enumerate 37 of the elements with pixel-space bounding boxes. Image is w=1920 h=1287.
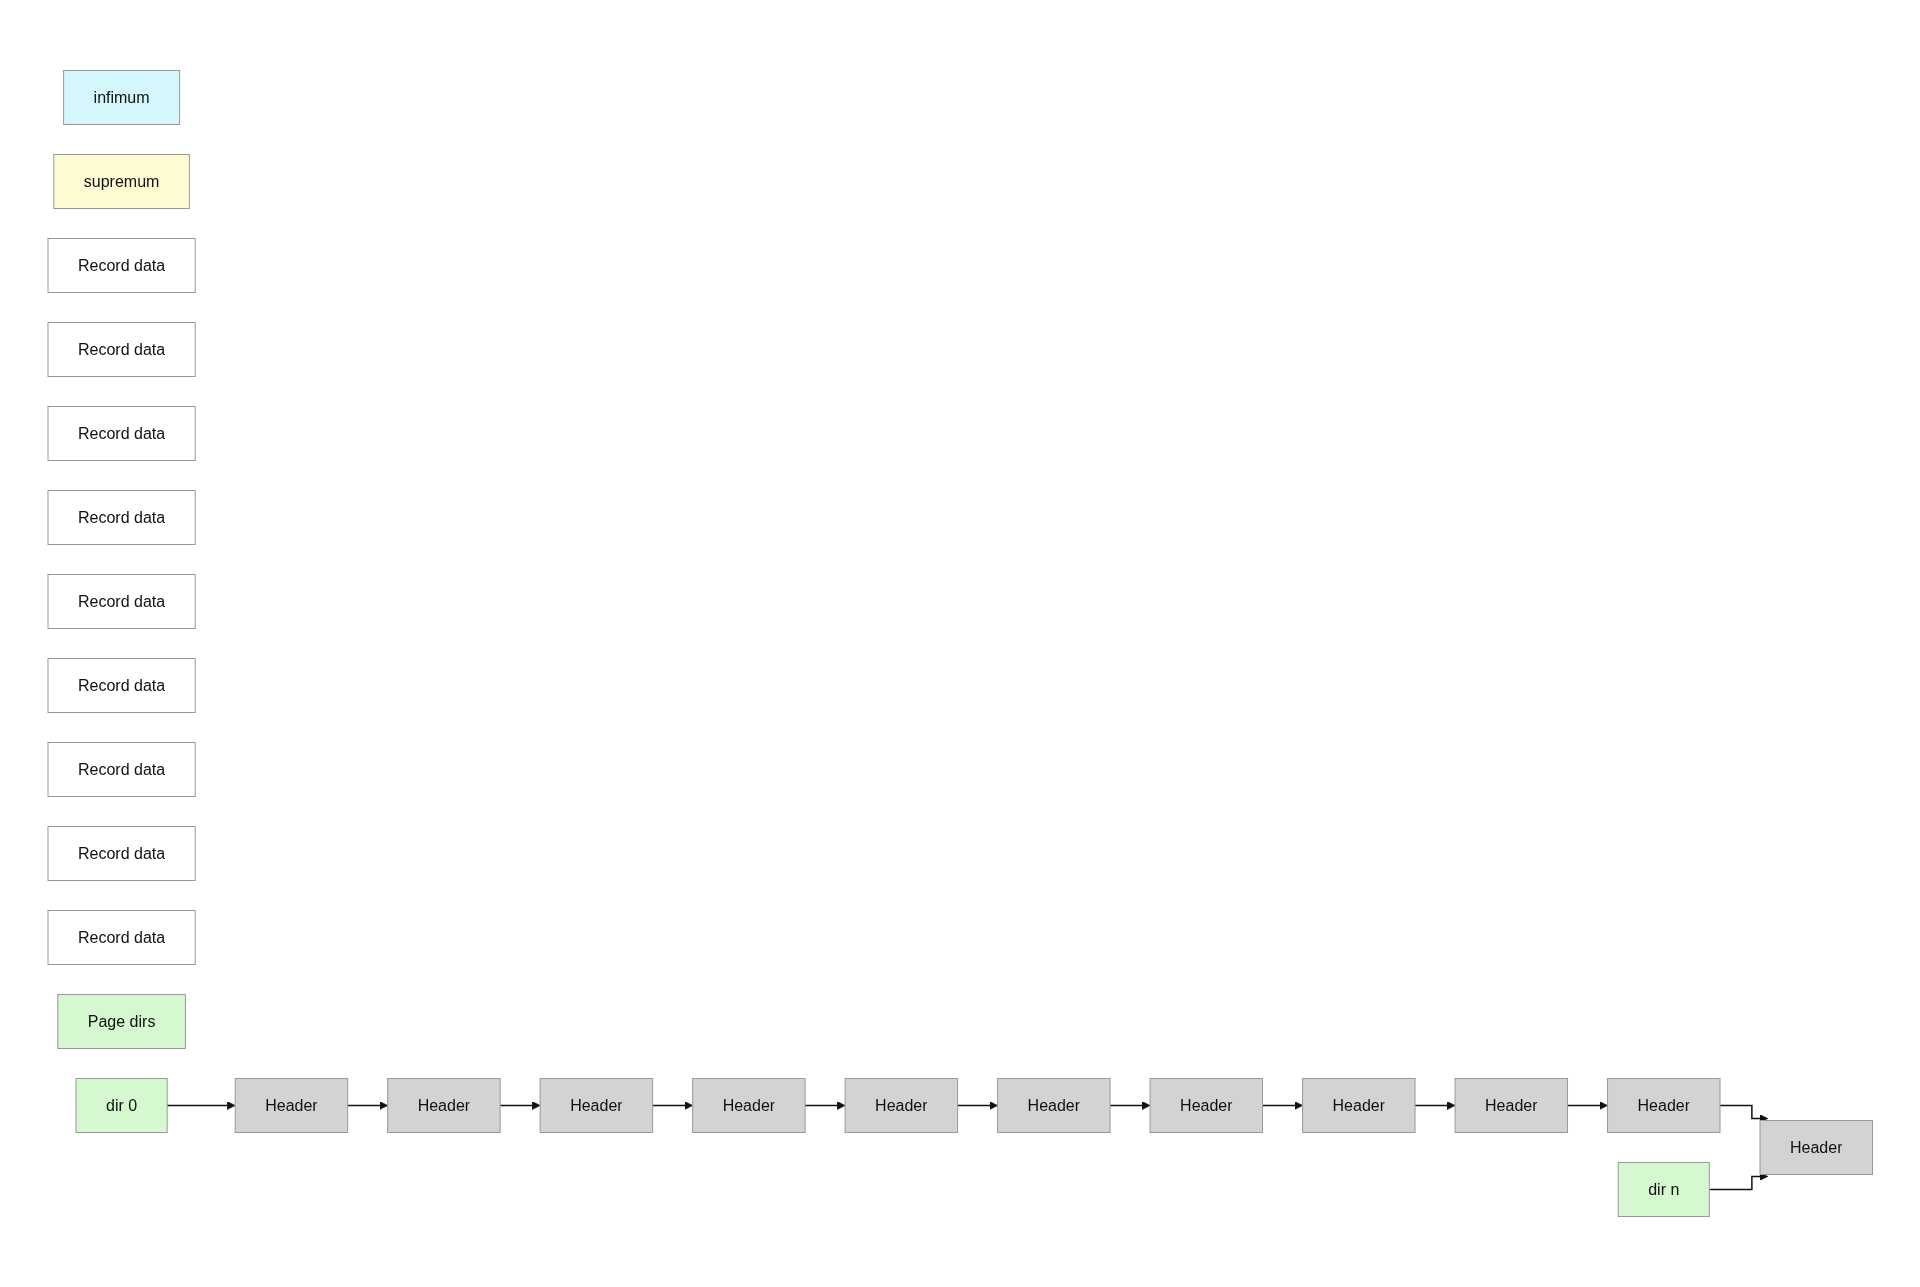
node-box: supremum xyxy=(53,154,190,209)
node-box: Record data xyxy=(47,406,196,461)
node-box: Record data xyxy=(47,238,196,293)
node-box: Record data xyxy=(47,322,196,377)
arrow xyxy=(346,1101,388,1110)
arrow xyxy=(1109,1101,1151,1110)
node-box: Header xyxy=(1759,1120,1873,1175)
arrow xyxy=(804,1101,846,1110)
node-box: Record data xyxy=(47,910,196,965)
arrow xyxy=(956,1101,998,1110)
node-box: Page dirs xyxy=(57,994,186,1049)
arrow xyxy=(166,1101,236,1110)
node-box: Header xyxy=(1149,1078,1263,1133)
node-box: Header xyxy=(844,1078,958,1133)
node-box: infimum xyxy=(62,70,180,125)
node-box: Header xyxy=(539,1078,653,1133)
node-box: Header xyxy=(1454,1078,1568,1133)
node-box: Header xyxy=(691,1078,806,1133)
arrow xyxy=(1414,1101,1456,1110)
node-box: Record data xyxy=(47,742,196,797)
node-box: Record data xyxy=(47,574,196,629)
arrow xyxy=(1261,1101,1303,1110)
node-box: dir n xyxy=(1617,1162,1710,1217)
node-box: dir 0 xyxy=(75,1078,168,1133)
node-box: Record data xyxy=(47,490,196,545)
node-box: Header xyxy=(234,1078,348,1133)
arrow xyxy=(1708,1172,1768,1191)
node-box: Record data xyxy=(47,658,196,713)
node-box: Header xyxy=(996,1078,1111,1133)
node-box: Header xyxy=(386,1078,501,1133)
arrow xyxy=(1719,1104,1768,1123)
arrow xyxy=(651,1101,693,1110)
node-box: Header xyxy=(1606,1078,1721,1133)
node-box: Record data xyxy=(47,826,196,881)
arrow xyxy=(499,1101,541,1110)
arrow xyxy=(1566,1101,1608,1110)
node-box: Header xyxy=(1301,1078,1416,1133)
